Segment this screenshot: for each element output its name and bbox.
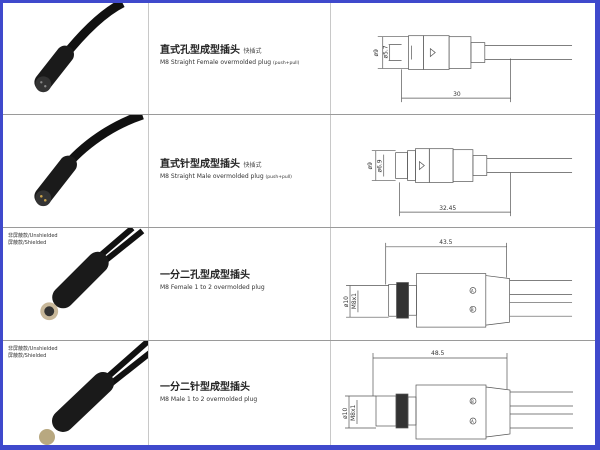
product-row-male-1to2: 非屏蔽款/Unshielded 屏蔽款/Shielded 一分二针型成型插头 M…	[3, 341, 595, 445]
shield-options: 非屏蔽款/Unshielded 屏蔽款/Shielded	[8, 346, 58, 360]
shield-options: 非屏蔽款/Unshielded 屏蔽款/Shielded	[8, 233, 58, 247]
product-description: 直式孔型成型插头 快插式 M8 Straight Female overmold…	[160, 41, 330, 66]
product-note-en: (push+pull)	[265, 175, 292, 180]
product-name-cn: 直式孔型成型插头	[160, 45, 240, 56]
dim-length: 43.5	[439, 239, 452, 246]
product-note-en: (push+pull)	[273, 61, 300, 66]
straight-female-drawing: ø9 ø5.7 30	[373, 35, 573, 103]
product-name-en: M8 Straight Female overmolded plug	[160, 59, 272, 66]
dim-diameter-outer: ø9	[373, 49, 380, 57]
product-name-cn: 一分二孔型成型插头	[160, 270, 250, 281]
dim-length: 30	[453, 91, 461, 98]
female-split-plug-photo	[40, 228, 145, 321]
dim-thread: M8x1	[351, 293, 358, 309]
dim-thread: M8x1	[350, 404, 357, 421]
straight-male-plug-photo	[34, 115, 144, 207]
dim-length: 48.5	[431, 350, 445, 357]
product-name-en: M8 Male 1 to 2 overmolded plug	[160, 396, 258, 403]
shield-unshielded: 非屏蔽款/Unshielded	[8, 346, 58, 352]
product-row-straight-male: 直式针型成型插头 快插式 M8 Straight Male overmolded…	[3, 115, 595, 228]
product-row-straight-female: 直式孔型成型插头 快插式 M8 Straight Female overmold…	[3, 3, 595, 115]
shield-unshielded: 非屏蔽款/Unshielded	[8, 233, 58, 239]
product-row-female-1to2: 非屏蔽款/Unshielded 屏蔽款/Shielded 一分二孔型成型插头 M…	[3, 228, 595, 341]
dim-diameter: ø10	[343, 296, 350, 307]
product-name-cn: 一分二针型成型插头	[160, 382, 250, 393]
mark-a: A	[471, 288, 474, 293]
product-note-cn: 快插式	[243, 48, 262, 55]
product-description: 一分二针型成型插头 M8 Male 1 to 2 overmolded plug	[160, 378, 330, 403]
product-description: 一分二孔型成型插头 M8 Female 1 to 2 overmolded pl…	[160, 266, 330, 291]
dim-diameter-outer: ø9	[367, 162, 374, 170]
female-split-drawing: A B ø10 M8x1 43.5	[343, 239, 573, 328]
male-split-plug-photo	[39, 341, 148, 445]
straight-male-drawing: ø9 ø6.9 32.45	[367, 148, 573, 217]
product-name-cn: 直式针型成型插头	[160, 159, 240, 170]
straight-female-plug-photo	[34, 3, 125, 93]
shield-shielded: 屏蔽款/Shielded	[8, 240, 47, 246]
mark-b: B	[471, 307, 474, 312]
product-description: 直式针型成型插头 快插式 M8 Straight Male overmolded…	[160, 155, 330, 180]
product-name-en: M8 Female 1 to 2 overmolded plug	[160, 284, 265, 291]
male-split-drawing: B A ø10 M8x1 48.5	[342, 350, 573, 440]
shield-shielded: 屏蔽款/Shielded	[8, 353, 47, 359]
dim-length: 32.45	[439, 205, 456, 212]
product-note-cn: 快插式	[243, 162, 262, 169]
dim-diameter: ø10	[342, 408, 349, 419]
product-name-en: M8 Straight Male overmolded plug	[160, 173, 264, 180]
product-sheet: 直式孔型成型插头 快插式 M8 Straight Female overmold…	[3, 3, 595, 445]
mark-b: B	[471, 399, 474, 404]
dim-diameter-inner: ø5.7	[383, 45, 390, 58]
mark-a: A	[471, 419, 474, 424]
dim-diameter-inner: ø6.9	[377, 159, 384, 172]
